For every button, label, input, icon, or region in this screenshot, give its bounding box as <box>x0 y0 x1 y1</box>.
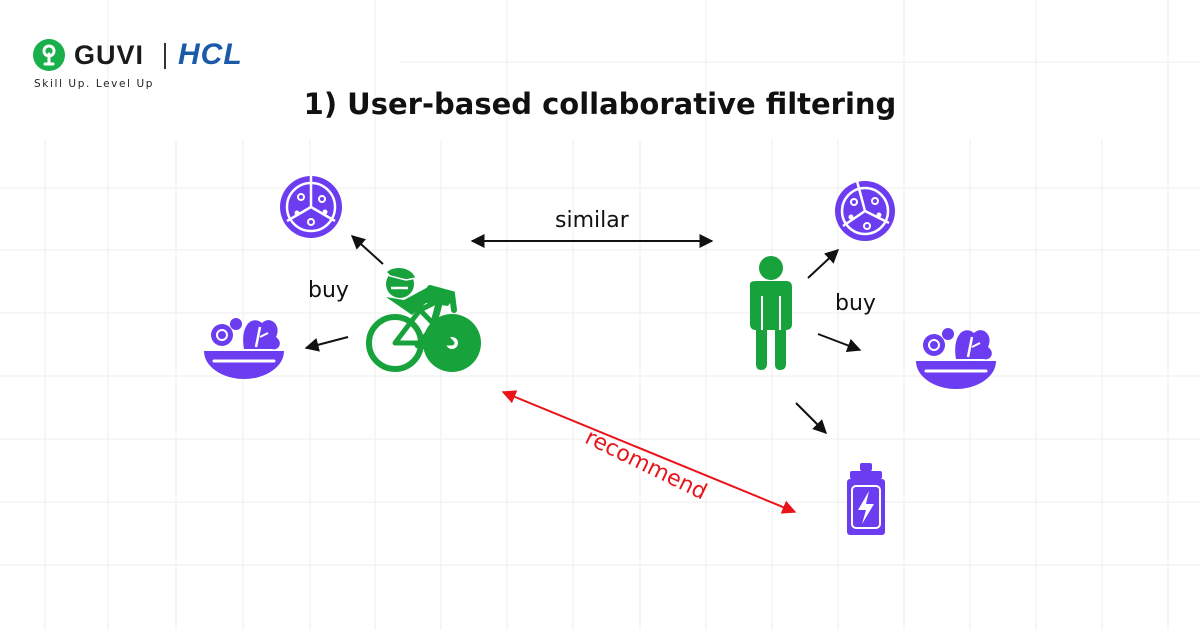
pizza-icon-right <box>835 180 895 241</box>
guvi-brand-name: GUVI <box>74 40 145 70</box>
energy-drink-icon <box>847 463 885 535</box>
brand-tagline: Skill Up. Level Up <box>34 78 155 90</box>
arrow-person-to-pizza <box>807 249 840 279</box>
arrow-person-to-drink <box>795 402 827 434</box>
pizza-icon-left <box>280 176 342 238</box>
salad-bowl-icon-right <box>916 328 996 389</box>
arrow-cyclist-to-pizza <box>350 235 384 265</box>
person-icon <box>750 256 792 370</box>
page-title: 1) User-based collaborative filtering <box>303 87 897 121</box>
cyclist-icon <box>366 266 481 372</box>
hcl-logo: HCL <box>178 38 243 71</box>
recommend-arrow <box>501 390 797 514</box>
similar-label: similar <box>555 208 629 233</box>
salad-bowl-icon-left <box>204 318 284 379</box>
arrow-cyclist-to-salad <box>304 336 349 352</box>
buy-label-right: buy <box>835 291 876 316</box>
brand-divider <box>164 43 166 69</box>
arrow-person-to-salad <box>817 333 862 353</box>
buy-label-left: buy <box>308 278 349 303</box>
guvi-logo-icon <box>33 39 65 71</box>
